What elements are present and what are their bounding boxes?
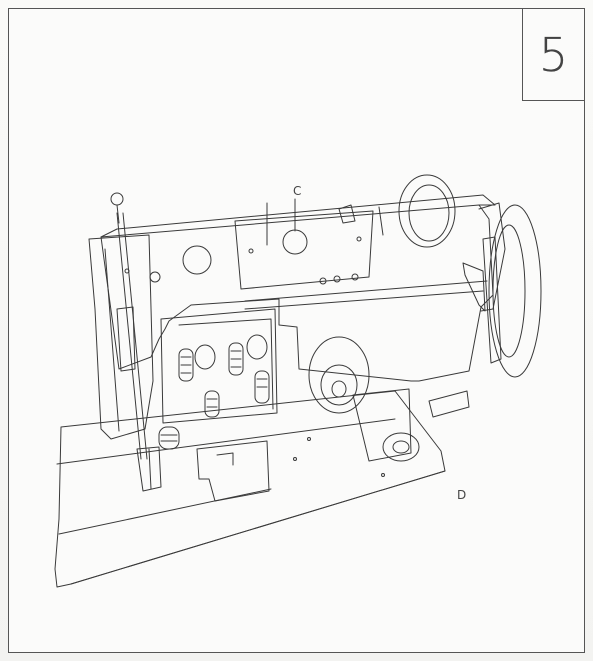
handwheel-disc — [488, 204, 542, 378]
step-number-box: 5 — [522, 9, 584, 101]
handwheel-cap-inner — [408, 184, 450, 242]
tension-panel — [160, 308, 278, 424]
tension-panel-bevel — [178, 318, 274, 410]
lower-bracket-arm — [428, 390, 470, 418]
lower-bracket-pulley-inner — [392, 440, 410, 454]
side-lever — [462, 262, 486, 312]
belt-guard — [482, 236, 502, 364]
front-cover — [234, 210, 374, 290]
tension-knob-1 — [178, 348, 194, 382]
inspection-hole-left — [182, 245, 212, 275]
tension-disc-top — [194, 344, 216, 370]
tension-knob-3 — [254, 370, 270, 404]
table-lower-edge — [58, 488, 272, 535]
cover-screw-1 — [248, 248, 254, 254]
sewing-machine-illustration: C D — [54, 174, 542, 588]
arm-top-ridge — [100, 194, 496, 238]
head-slot — [116, 306, 136, 372]
guide-rod-top — [116, 204, 120, 224]
lower-bracket — [352, 388, 412, 462]
arm-screw-2 — [333, 275, 341, 283]
presser-foot — [136, 446, 162, 492]
handwheel-disc-inner — [492, 224, 526, 358]
tension-disc-right — [246, 334, 268, 360]
guide-rod-knob — [110, 192, 124, 206]
pointer-2 — [378, 206, 384, 236]
table-screw-1 — [307, 437, 311, 441]
arm-screw-1 — [319, 277, 327, 285]
handwheel-hub — [478, 202, 506, 312]
head-side-line — [104, 248, 120, 432]
bobbin-winder-hub — [320, 364, 358, 406]
lower-bracket-pulley — [382, 432, 420, 462]
head-screw-2 — [149, 271, 161, 283]
needle-plate-slot — [216, 452, 234, 466]
needle — [148, 448, 152, 490]
arm-base-line — [244, 280, 488, 302]
callout-d: D — [457, 488, 466, 502]
callout-c: C — [293, 184, 301, 198]
arm-base-line-2 — [244, 290, 484, 310]
table-front-lip — [70, 470, 446, 585]
bobbin-winder-plate — [308, 336, 370, 414]
guide-rod-2 — [122, 212, 148, 460]
oil-cap — [338, 204, 356, 224]
thread-guide-lower — [158, 426, 180, 450]
diagram-frame: 5 — [8, 8, 585, 653]
table-screw-3 — [381, 473, 385, 477]
tension-knob-2 — [228, 342, 244, 376]
arm-screw-3 — [351, 273, 359, 281]
guide-rod — [116, 212, 142, 460]
machine-arm — [100, 204, 494, 382]
step-number: 5 — [538, 27, 569, 82]
table-screw-2 — [293, 457, 297, 461]
cover-screw-2 — [356, 236, 362, 242]
table-edge-line — [56, 418, 396, 465]
needle-plate — [196, 440, 270, 502]
inspection-hole-c — [282, 229, 308, 255]
bobbin-winder-center — [331, 380, 347, 398]
handwheel-cap — [398, 174, 456, 248]
head-housing — [88, 234, 154, 440]
tension-knob-4 — [204, 390, 220, 418]
